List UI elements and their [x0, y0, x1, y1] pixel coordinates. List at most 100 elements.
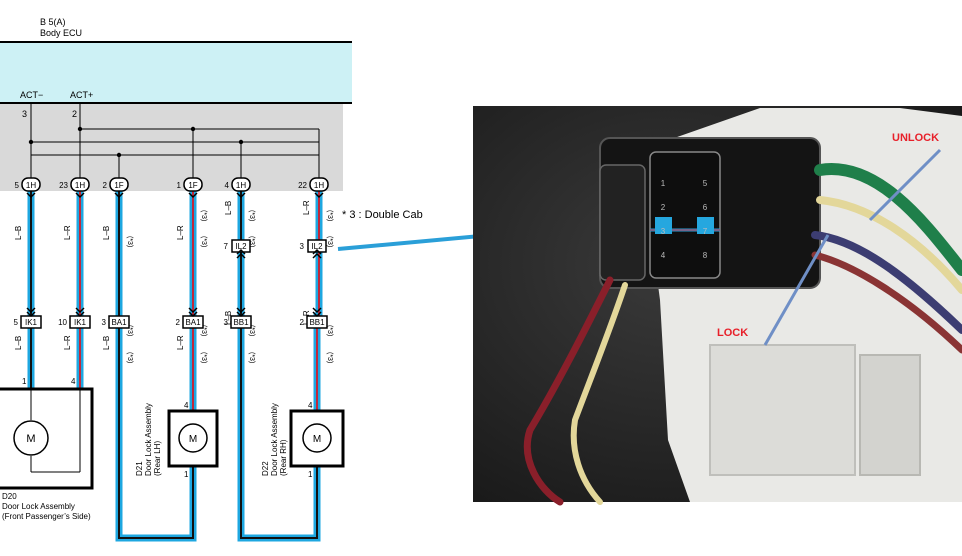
junction-block-band: [0, 104, 343, 191]
ecu-bus-lines: [30, 103, 320, 178]
double-cab-note: (*3): [326, 210, 333, 221]
junction-pill: [309, 177, 329, 192]
junction-code: 1H: [26, 181, 36, 190]
photo-wires: [523, 163, 962, 506]
d20-motor-label: M: [26, 433, 35, 445]
junction-code: 1H: [236, 181, 246, 190]
cavity-pin-number: 4: [661, 251, 666, 260]
connector-pin: 7: [224, 242, 229, 251]
double-cab-note: (*3): [200, 352, 207, 363]
lower-connector-4: BA1 2: [176, 307, 204, 329]
ecu-name: Body ECU: [40, 28, 82, 38]
d21-motor-label: M: [189, 434, 197, 445]
chevron-down-icon: [26, 307, 36, 314]
d22-caption: D22 Door Lock Assembly (Rear RH): [261, 403, 288, 476]
junction-4: 1F1: [177, 177, 203, 199]
chevron-down-icon: [236, 192, 246, 199]
ecu-code: B 5(A): [40, 17, 66, 27]
d22-motor-icon: [302, 423, 332, 453]
connector-box: [307, 239, 327, 253]
chevron-up-icon: [312, 252, 322, 259]
lower-connector-1: IK1 5: [14, 307, 42, 329]
junction-code: 1F: [188, 181, 197, 190]
wire-5-stripe: [240, 191, 318, 539]
chevron-down-icon: [26, 311, 36, 318]
ecu-box: [0, 42, 352, 103]
footnote-double-cab: * 3 : Double Cab: [342, 209, 423, 221]
connector-pin: 2: [300, 318, 305, 327]
chevron-down-icon: [75, 192, 85, 199]
lock-pointer: [763, 234, 830, 346]
connector-pin: 2: [176, 318, 181, 327]
connector-code: BA1: [185, 318, 201, 327]
lock-label: LOCK: [717, 327, 748, 339]
wire-color-label-lower: L–R: [176, 335, 185, 350]
pin-act-minus: ACT−: [20, 90, 43, 100]
cavity-blue-left: [655, 217, 672, 234]
junction-pin: 2: [103, 181, 108, 190]
cavity-pin-number: 1: [661, 179, 666, 188]
cavity-pin-number: 5: [703, 179, 708, 188]
d20-position: (Front Passenger’s Side): [2, 512, 91, 521]
d20-pin-1: 1: [22, 377, 27, 386]
cavity-pin-number: 2: [661, 203, 666, 212]
connector-latch: [599, 164, 646, 281]
junction-pill: [231, 177, 251, 192]
chevron-down-icon: [314, 192, 324, 199]
il2-connector-2: IL2 3: [300, 239, 327, 259]
d21-pin-1: 1: [184, 470, 189, 479]
double-cab-note: (*3): [248, 236, 255, 247]
wire-color-label-lower: L–B: [14, 336, 23, 350]
connector-pin: 5: [14, 318, 19, 327]
connector-code: IK1: [25, 318, 38, 327]
chevron-down-icon: [75, 311, 85, 318]
junction-pill: [183, 177, 203, 192]
connector-code: BA1: [111, 318, 127, 327]
junction-1: 1H 5: [15, 177, 41, 199]
lower-connector-3: BA1 3: [102, 315, 130, 329]
d20-name: Door Lock Assembly: [2, 502, 75, 511]
bus-junction-dots: [28, 126, 244, 158]
white-housing-socket: [709, 344, 856, 476]
double-cab-note: (*3): [326, 352, 333, 363]
wire-color-label-lower: L–B: [102, 336, 111, 350]
connector-pin: 3: [102, 318, 107, 327]
wire-color-label: L–R: [302, 200, 311, 215]
d20-pin-4: 4: [71, 377, 76, 386]
d21-position: (Rear LH): [153, 441, 162, 476]
double-cab-note: (*3): [126, 236, 133, 247]
wire-color-label: L–B: [102, 226, 111, 240]
chevron-down-icon: [188, 307, 198, 314]
wire-color-label: L–R: [63, 225, 72, 240]
connector-code: BB1: [233, 318, 249, 327]
junction-code: 1F: [114, 181, 123, 190]
junction-pill: [109, 177, 129, 192]
connector-code: IL2: [311, 242, 323, 251]
d20-code: D20: [2, 492, 17, 501]
junction-5: 1H4: [225, 177, 251, 199]
cavity-blue-right: [697, 217, 714, 234]
cavity-pin-number: 7: [703, 227, 708, 236]
double-cab-note: (*3): [326, 236, 333, 247]
double-cab-note: (*3): [248, 352, 255, 363]
wire-color-label-lower: L–B: [224, 311, 233, 325]
connector-pin: 3: [300, 242, 305, 251]
wire-color-label: L–R: [176, 225, 185, 240]
junction-pin: 5: [15, 181, 20, 190]
cavity-pin-number: 3: [661, 227, 666, 236]
junction-3: 1F 2: [103, 177, 129, 199]
junction-pill: [70, 177, 90, 192]
d22-code: D22: [261, 461, 270, 476]
double-cab-note: (*3): [248, 210, 255, 221]
double-cab-note: (*3): [326, 325, 333, 336]
pin-num-3: 3: [22, 109, 27, 119]
